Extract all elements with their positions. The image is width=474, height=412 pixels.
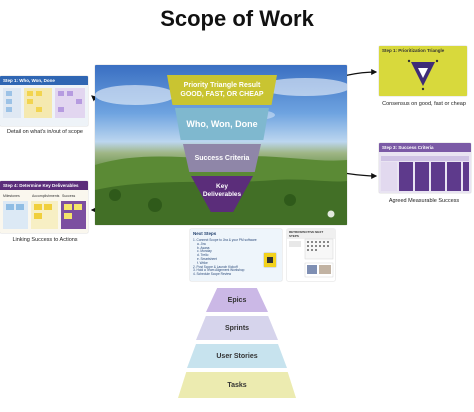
- caption-linking-success: Linking Success to Actions: [12, 237, 78, 243]
- next-step-line[interactable]: f. Wrike: [197, 260, 208, 265]
- next-step-line[interactable]: b. Asana: [197, 245, 210, 250]
- thumb-prioritization-triangle[interactable]: Step 1: Prioritization Triangle: [379, 46, 467, 96]
- band2-label: Who, Won, Done: [186, 119, 258, 129]
- page-title: Scope of Work: [160, 6, 314, 31]
- caption-scope-detail: Detail on what's in/out of scope: [7, 129, 83, 135]
- thumb-header: Step 3: Success Criteria: [379, 143, 471, 152]
- band4-line1: Key: [216, 183, 228, 190]
- next-steps-list: 1. Connect Scope to Jira & your PM softw…: [193, 238, 259, 277]
- caption-consensus: Consensus on good, fast or cheap: [382, 101, 466, 107]
- band3-label: Success Criteria: [194, 154, 250, 162]
- thumb-who-won-done[interactable]: Step 1: Who, Won, Done: [0, 76, 88, 126]
- work-breakdown-pyramid: Epics Sprints User Stories Tasks: [178, 288, 296, 406]
- pyramid-label: Sprints: [224, 324, 250, 332]
- hero-landscape-image: Priority Triangle Result GOOD, FAST, OR …: [95, 65, 347, 225]
- next-step-line[interactable]: d. Trello: [197, 253, 209, 258]
- band-priority-triangle: Priority Triangle Result GOOD, FAST, OR …: [167, 75, 277, 105]
- pyramid-level-tasks[interactable]: Tasks: [178, 372, 296, 398]
- next-steps-header: Next Steps: [193, 231, 217, 236]
- band1-line2: GOOD, FAST, OR CHEAP: [180, 91, 264, 98]
- logo-mark: [327, 205, 335, 218]
- thumb-header: Step 4: Determine Key Deliverables: [0, 181, 88, 190]
- sticky-note-icon: [264, 253, 276, 267]
- retrospective-card[interactable]: RETROSPECTIVE NEXT STEPS: [287, 229, 335, 281]
- band4-line2: Deliverables: [202, 191, 242, 198]
- thumb-key-deliverables[interactable]: Step 4: Determine Key Deliverables Miles…: [0, 181, 88, 233]
- next-step-line[interactable]: e. Smartsheet: [197, 256, 217, 261]
- retro-board: [289, 238, 334, 278]
- next-step-line[interactable]: 2. Post Scope & Launch Kickoff: [193, 264, 238, 269]
- next-step-line[interactable]: 3. Hold a Team Alignment Workshop: [193, 268, 245, 273]
- band1-line1: Priority Triangle Result: [183, 82, 261, 89]
- next-step-line[interactable]: a. Jira: [197, 241, 206, 246]
- triangle-diagram: [407, 59, 439, 91]
- thumb-header: Step 1: Prioritization Triangle: [382, 48, 445, 53]
- thumb-header: Step 1: Who, Won, Done: [0, 76, 88, 85]
- band-success-criteria: Success Criteria: [183, 144, 261, 172]
- retro-header: RETROSPECTIVE NEXT STEPS: [287, 229, 335, 239]
- pyramid-level-epics[interactable]: Epics: [206, 288, 268, 312]
- pyramid-label: Tasks: [227, 381, 247, 389]
- col-accomplishments: Accomplishments: [32, 194, 60, 198]
- next-step-line: 1. Connect Scope to Jira & your PM softw…: [193, 238, 257, 242]
- band-who-won-done: Who, Won, Done: [175, 108, 269, 140]
- criteria-table: [381, 156, 469, 191]
- pyramid-label: User Stories: [216, 352, 258, 360]
- next-steps-card[interactable]: Next Steps 1. Connect Scope to Jira & yo…: [190, 229, 282, 281]
- col-milestones: Milestones: [3, 194, 20, 198]
- pyramid-label: Epics: [227, 296, 247, 304]
- next-step-line[interactable]: 4. Schedule Scope Review: [193, 272, 232, 277]
- thumb-success-criteria[interactable]: Step 3: Success Criteria: [379, 143, 471, 193]
- pyramid-level-sprints[interactable]: Sprints: [196, 316, 278, 340]
- next-step-line[interactable]: c. Monday: [197, 249, 212, 254]
- col-success: Success: [62, 194, 76, 198]
- deliverable-stickies: [3, 201, 86, 229]
- caption-measurable-success: Agreed Measurable Success: [388, 198, 460, 204]
- scope-sticky-grid: [3, 88, 85, 118]
- pyramid-level-user-stories[interactable]: User Stories: [187, 344, 287, 368]
